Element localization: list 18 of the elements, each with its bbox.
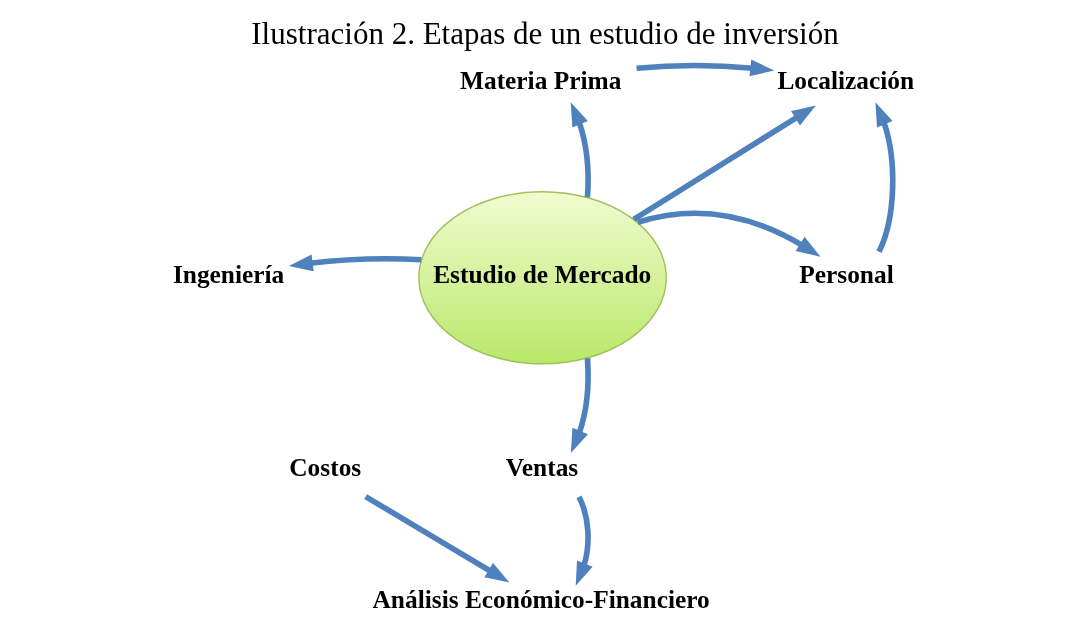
arrow — [636, 59, 775, 77]
node-text: Análisis Económico-Financiero — [372, 585, 710, 614]
arrow — [570, 102, 591, 198]
arrow — [288, 254, 422, 272]
arrow — [364, 494, 510, 583]
node-text: Ingeniería — [172, 259, 285, 288]
diagram-title: Ilustración 2. Etapas de un estudio de inversión — [251, 16, 839, 52]
arrow — [875, 102, 896, 253]
arrow — [637, 210, 821, 257]
node-ellipse: Estudio de Mercado — [418, 191, 667, 365]
node-text: Costos — [289, 452, 362, 481]
node-text: Localización — [777, 66, 915, 95]
node-text: Personal — [799, 259, 894, 288]
node-text: Ventas — [505, 452, 579, 481]
arrow — [570, 358, 591, 454]
arrow — [632, 105, 816, 222]
arrow — [575, 495, 593, 586]
node-text: Materia Prima — [460, 66, 622, 95]
